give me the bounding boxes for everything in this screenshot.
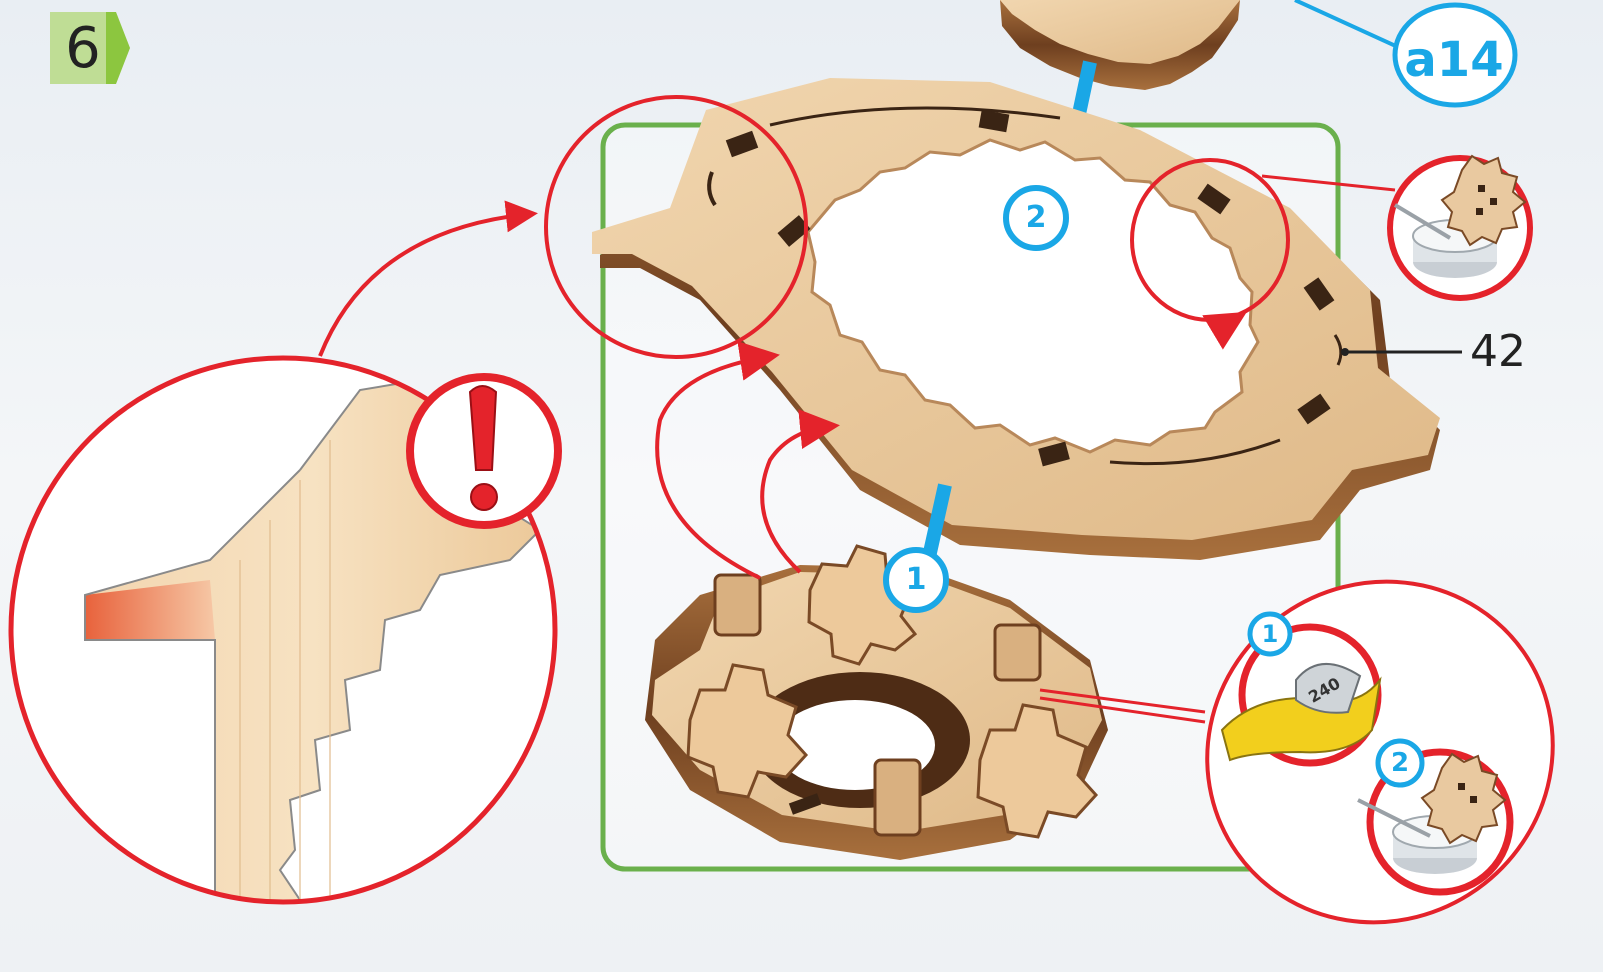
step-badge: 6 [50,12,130,84]
part-number: 42 [1470,326,1526,377]
zoom-detail [11,358,558,972]
callout-leader [1295,0,1400,48]
order-marker: 1 [895,559,937,601]
callout-id: a14 [1392,12,1516,108]
top-gear-part [1000,0,1240,90]
order-marker: 2 [1015,197,1057,239]
order-marker: 2 [1379,742,1421,784]
order-marker: 1 [1249,613,1291,655]
step-number: 6 [50,16,116,81]
highlight-arrow [320,214,530,356]
glue-tub-icon [1390,156,1530,298]
exclamation-icon [470,386,497,510]
